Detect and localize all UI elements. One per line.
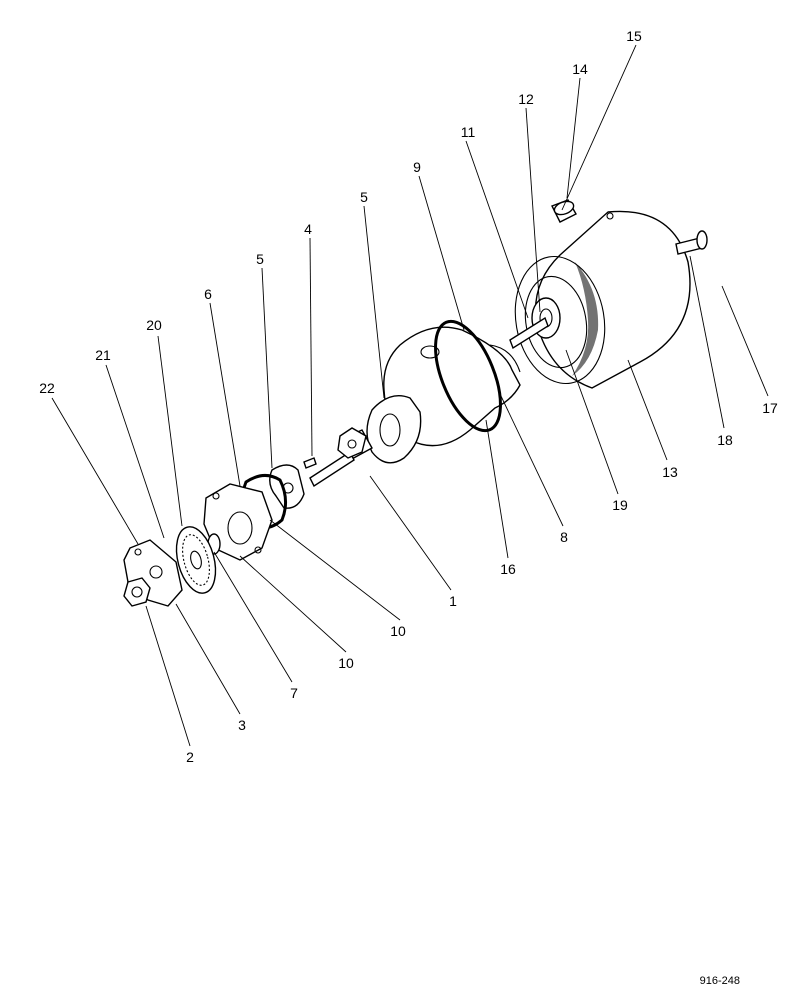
plug-fitting: [551, 199, 577, 223]
callout-10-upper: 10: [390, 623, 406, 639]
callout-15: 15: [626, 28, 642, 44]
callout-5-lower: 5: [256, 251, 264, 267]
callout-8: 8: [560, 529, 568, 545]
key: [303, 457, 317, 469]
callout-21: 21: [95, 347, 111, 363]
inner-shaft: [509, 297, 561, 350]
gear-shaft: [309, 427, 367, 488]
callout-2: 2: [186, 749, 194, 765]
mounting-bracket: [123, 539, 183, 607]
callout-5-upper: 5: [360, 189, 368, 205]
callout-3: 3: [238, 717, 246, 733]
callout-9: 9: [413, 159, 421, 175]
leader-lines: [51, 44, 769, 747]
callout-7: 7: [290, 685, 298, 701]
callout-22: 22: [39, 380, 55, 396]
callout-10-lower: 10: [338, 655, 354, 671]
callout-4: 4: [304, 221, 312, 237]
callout-1: 1: [449, 593, 457, 609]
parts-illustration: [123, 199, 708, 607]
motor-housing: [514, 210, 691, 389]
callout-17: 17: [762, 400, 778, 416]
bolt: [675, 230, 708, 255]
callout-13: 13: [662, 464, 678, 480]
drawing-number: 916-248: [700, 975, 740, 987]
callout-18: 18: [717, 432, 733, 448]
callout-19: 19: [612, 497, 628, 513]
callouts: 15 14 12 11 9 5 4 5 6 20 21 22 17 18 13 …: [39, 28, 778, 765]
callout-6: 6: [204, 286, 212, 302]
callout-12: 12: [518, 91, 534, 107]
callout-16: 16: [500, 561, 516, 577]
gear-plate: [269, 464, 305, 509]
callout-11: 11: [461, 124, 476, 140]
cover-flange: [203, 483, 273, 561]
callout-14: 14: [572, 61, 588, 77]
callout-20: 20: [146, 317, 162, 333]
drive-gear: [175, 526, 217, 594]
